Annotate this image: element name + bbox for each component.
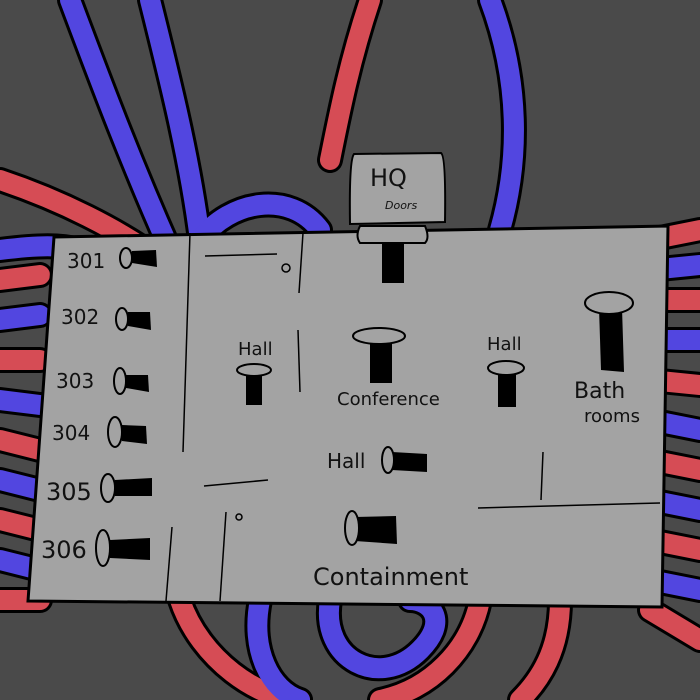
hq-subtitle: Doors — [385, 199, 417, 212]
containment-label: Containment — [313, 563, 468, 591]
door-switch-305[interactable]: 305 — [46, 473, 152, 506]
hall-left-label: Hall — [238, 339, 273, 360]
door-switch-303[interactable]: 303 — [56, 367, 149, 395]
door-switch-hall-center[interactable] — [381, 446, 427, 474]
room-label-302: 302 — [61, 305, 99, 329]
hq-sign: HQ Doors — [348, 151, 447, 226]
door-switch-304[interactable]: 304 — [52, 416, 147, 448]
door-switch-hall-right[interactable] — [487, 360, 525, 407]
floor-plan-walls — [165, 232, 661, 602]
door-switch-bathrooms[interactable] — [584, 291, 634, 372]
conference-label: Conference — [337, 389, 440, 410]
door-switch-conference[interactable] — [352, 327, 406, 383]
room-label-305: 305 — [46, 478, 92, 506]
door-switch-302[interactable]: 302 — [61, 305, 151, 331]
hall-center-label: Hall — [327, 449, 365, 473]
door-switch-hall-left[interactable] — [236, 363, 272, 405]
bathrooms-label-line2: rooms — [584, 406, 640, 427]
room-label-306: 306 — [41, 536, 87, 564]
room-label-304: 304 — [52, 421, 90, 445]
bathrooms-label-line1: Bath — [574, 379, 625, 404]
room-label-303: 303 — [56, 369, 94, 393]
door-switch-306[interactable]: 306 — [41, 529, 150, 567]
door-switch-hq[interactable] — [356, 225, 429, 283]
control-panel — [26, 224, 670, 609]
hq-title: HQ — [370, 164, 407, 192]
door-switch-301[interactable]: 301 — [67, 247, 157, 273]
room-label-301: 301 — [67, 249, 105, 273]
hall-right-label: Hall — [487, 334, 522, 355]
door-switch-containment[interactable] — [344, 510, 397, 546]
room-door-switches: 301 302 303 304 305 306 — [41, 247, 157, 567]
